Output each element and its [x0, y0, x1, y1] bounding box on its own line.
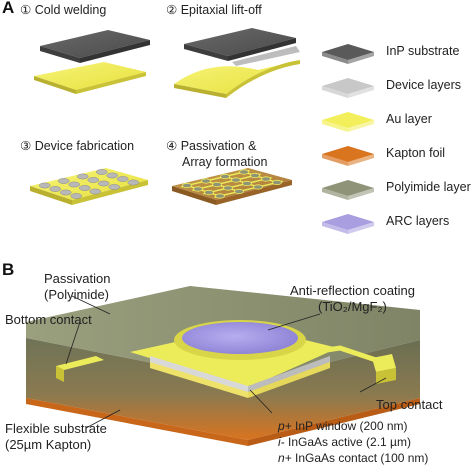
array-device-dot: [253, 184, 263, 190]
step-1-title: ① Cold welding: [20, 3, 106, 17]
array-device-dot: [193, 186, 203, 192]
device-mesa-dot: [89, 188, 101, 195]
bottom-contact-pad: [56, 356, 104, 370]
legend-swatch-side: [348, 154, 374, 166]
legend-label-device: Device layers: [386, 78, 462, 92]
legend-swatch-side: [348, 52, 374, 64]
step-2-illustration: [174, 28, 300, 98]
array-device-dot: [220, 173, 230, 180]
step-1-illustration: [34, 30, 150, 94]
panel-a-letter: A: [2, 0, 15, 17]
step-2-title: ② Epitaxial lift-off: [166, 3, 262, 17]
label-passivation: Passivation: [44, 271, 111, 286]
array-device-dot: [212, 181, 222, 188]
label-bottom-contact: Bottom contact: [5, 312, 92, 327]
device-mesa-dot: [98, 180, 110, 187]
device-mesa-dot: [39, 182, 51, 189]
legend-swatch-side: [322, 120, 348, 132]
legend-label-kapton: Kapton foil: [386, 146, 446, 160]
array-device-dot: [261, 176, 271, 182]
device-mesa-dot: [108, 184, 120, 190]
array-device-dot: [204, 189, 214, 196]
device-mesa-array: [39, 169, 139, 199]
interconnect-line: [203, 176, 272, 195]
label-layer-n-ingaas: n+ InGaAs contact (100 nm): [278, 451, 429, 465]
step-1-label: Cold welding: [34, 3, 107, 17]
device-mesa-dot: [96, 169, 108, 175]
legend-label-au: Au layer: [386, 112, 432, 126]
array-device-dot: [272, 179, 282, 186]
legend-swatch-side: [322, 188, 348, 200]
legend-swatches: [322, 44, 374, 234]
legend-swatch-side: [348, 86, 374, 98]
step-3-number: ③: [20, 139, 32, 153]
step-2-number: ②: [166, 3, 178, 17]
step-4-number: ④: [166, 139, 178, 153]
legend-swatch-side: [348, 120, 374, 132]
legend-label-polyimide: Polyimide layer: [386, 180, 471, 194]
label-top-contact: Top contact: [376, 397, 443, 412]
device-mesa-dot: [87, 177, 99, 183]
legend-swatch-side: [322, 154, 348, 166]
device-mesa-dot: [79, 185, 91, 191]
label-flexible-substrate: Flexible substrate: [5, 421, 107, 436]
step-3-illustration: [30, 168, 148, 205]
step-3-label: Device fabrication: [34, 139, 135, 153]
step-4-title: ④ Passivation &: [166, 139, 256, 153]
panel-b-letter: B: [2, 260, 15, 279]
anti-reflection-coating: [182, 322, 298, 354]
step-4-label-line2: Array formation: [182, 155, 268, 169]
step-1-number: ①: [20, 3, 32, 17]
device-mesa-dot: [127, 179, 139, 186]
array-device-dot: [234, 188, 244, 195]
array-device-dot: [250, 172, 260, 179]
device-mesa-dot: [60, 189, 72, 196]
array-interconnect-grid: [181, 169, 283, 199]
label-passivation-material: (Polyimide): [44, 287, 110, 302]
legend-swatch-side: [322, 86, 348, 98]
legend-swatch-side: [348, 188, 374, 200]
array-device-dot: [242, 180, 252, 187]
step-4-label: Passivation &: [180, 139, 257, 153]
device-mesa-dot: [106, 172, 118, 179]
device-mesa-dot: [117, 176, 129, 182]
legend-label-inp: InP substrate: [386, 44, 460, 58]
array-device-dot: [182, 182, 192, 189]
label-arc: Anti-reflection coating: [290, 283, 416, 298]
label-layer-i-ingaas: i- InGaAs active (2.1 µm): [278, 435, 411, 449]
label-layer-p-inp: p+ InP window (200 nm): [278, 419, 408, 433]
device-mesa-dot: [70, 193, 82, 199]
label-kapton-thickness: (25µm Kapton): [5, 437, 92, 452]
label-arc-material: (TiO₂/MgF₂): [318, 299, 387, 314]
device-mesa-dot: [58, 178, 70, 184]
array-device-dot: [223, 185, 233, 191]
legend-label-arc: ARC layers: [386, 214, 450, 228]
step-2-label: Epitaxial lift-off: [180, 3, 262, 17]
legend-swatch-side: [348, 222, 374, 234]
array-device-dot: [201, 178, 211, 184]
device-mesa: [130, 320, 338, 398]
interconnect-line: [214, 180, 283, 199]
interconnect-line: [181, 169, 250, 188]
legend-swatch-side: [322, 52, 348, 64]
legend-swatch-side: [322, 222, 348, 234]
array-device-dot: [239, 169, 249, 175]
step-3-title: ③ Device fabrication: [20, 139, 134, 153]
step-4-illustration: [172, 168, 292, 205]
device-mesa-dot: [49, 186, 61, 192]
interconnect-line: [192, 173, 261, 192]
top-contact-trace: [299, 345, 377, 363]
device-mesa-dot: [68, 181, 80, 188]
array-device-dot: [231, 177, 241, 183]
leader-lines: [65, 295, 387, 429]
array-device-dot: [215, 193, 225, 199]
device-mesa-dot: [77, 173, 89, 180]
